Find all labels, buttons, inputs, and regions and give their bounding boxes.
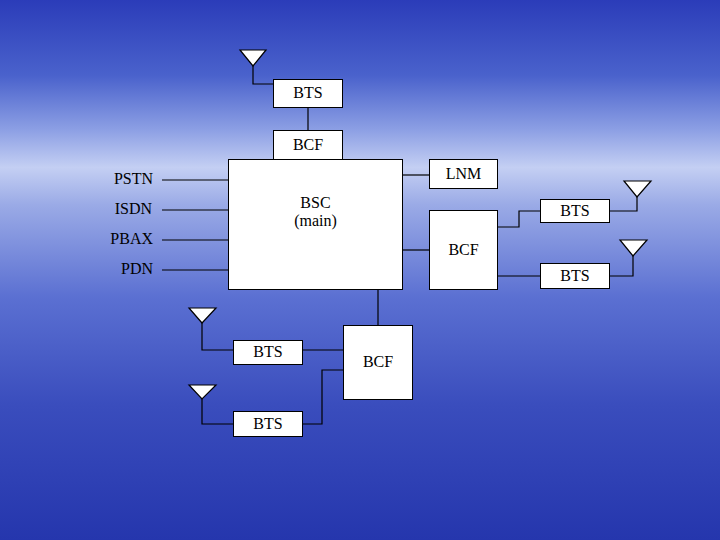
connector bbox=[303, 370, 343, 424]
bts-box: BTS bbox=[273, 79, 343, 108]
antenna-feed bbox=[202, 399, 233, 424]
box-label: BTS bbox=[560, 267, 589, 285]
connector bbox=[403, 250, 429, 251]
network-label: PSTN bbox=[114, 170, 153, 188]
bts-box: BTS bbox=[233, 340, 303, 365]
connector-line bbox=[307, 108, 308, 130]
connector bbox=[498, 211, 540, 227]
connector bbox=[403, 175, 429, 176]
connector-line bbox=[498, 275, 540, 276]
antenna-feed bbox=[610, 197, 637, 211]
connector bbox=[498, 276, 540, 277]
connector bbox=[308, 108, 309, 130]
trunk-wire bbox=[162, 269, 228, 270]
connector bbox=[303, 350, 343, 351]
network-label: PBAX bbox=[110, 230, 153, 248]
connector-line bbox=[303, 370, 343, 424]
bts-box: BTS bbox=[540, 199, 610, 223]
lnm-box: LNM bbox=[429, 159, 498, 189]
bcf-box: BCF bbox=[273, 130, 343, 160]
trunk-wire bbox=[162, 239, 228, 240]
antenna-feed bbox=[253, 66, 273, 84]
connector-line bbox=[377, 290, 378, 325]
bsc-box: BSC (main) bbox=[228, 159, 403, 290]
connector-line bbox=[303, 349, 343, 350]
antenna-symbol bbox=[240, 50, 266, 66]
antenna-symbol bbox=[620, 240, 647, 256]
antenna-feed bbox=[202, 323, 233, 350]
box-label: BTS bbox=[293, 84, 322, 102]
connector-line bbox=[498, 211, 540, 227]
connector-line bbox=[403, 174, 429, 175]
box-label: BCF bbox=[363, 353, 393, 371]
box-label: BTS bbox=[560, 202, 589, 220]
antenna-feed bbox=[610, 256, 633, 276]
bts-box: BTS bbox=[540, 263, 610, 289]
connector-line bbox=[403, 249, 429, 250]
box-label: LNM bbox=[446, 165, 482, 183]
box-label: BCF bbox=[293, 136, 323, 154]
bcf-box: BCF bbox=[429, 210, 498, 290]
trunk-wire bbox=[162, 209, 228, 210]
antenna-symbol bbox=[624, 181, 651, 197]
antenna-symbol bbox=[189, 308, 216, 323]
network-label: ISDN bbox=[115, 200, 152, 218]
bts-box: BTS bbox=[233, 411, 303, 437]
antenna-symbol bbox=[189, 385, 216, 399]
box-label: BSC (main) bbox=[294, 194, 337, 231]
box-label: BTS bbox=[253, 343, 282, 361]
bcf-box: BCF bbox=[343, 325, 413, 400]
network-label: PDN bbox=[121, 260, 153, 278]
box-label: BCF bbox=[448, 241, 478, 259]
box-label: BTS bbox=[253, 415, 282, 433]
trunk-wire bbox=[162, 179, 228, 180]
connector bbox=[378, 290, 379, 325]
